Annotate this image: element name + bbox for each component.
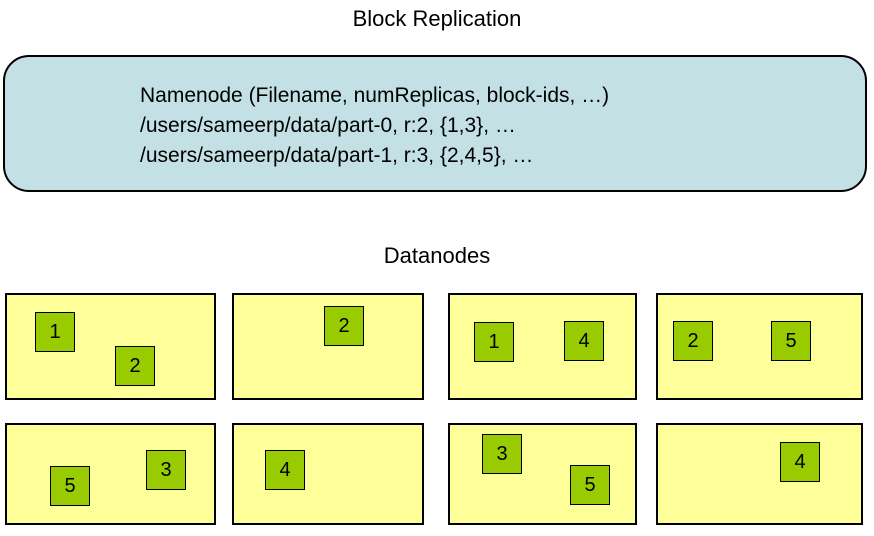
block-1: 1	[474, 322, 514, 362]
block-3: 3	[482, 434, 522, 474]
block-5: 5	[570, 465, 610, 505]
block-4: 4	[265, 450, 305, 490]
namenode-line-3: /users/sameerp/data/part-1, r:3, {2,4,5}…	[140, 144, 534, 167]
block-3: 3	[146, 450, 186, 490]
block-2: 2	[324, 306, 364, 346]
datanodes-heading: Datanodes	[383, 243, 491, 268]
namenode-line-1: Namenode (Filename, numReplicas, block-i…	[140, 84, 610, 107]
datanode-8: 4	[656, 423, 863, 525]
block-4: 4	[564, 321, 604, 361]
page-title: Block Replication	[352, 6, 522, 31]
namenode-text: Namenode (Filename, numReplicas, block-i…	[140, 81, 609, 171]
block-5: 5	[50, 466, 90, 506]
block-2: 2	[673, 321, 713, 361]
namenode-box: Namenode (Filename, numReplicas, block-i…	[3, 55, 867, 192]
block-2: 2	[115, 346, 155, 386]
datanode-6: 4	[232, 423, 424, 525]
datanode-2: 2	[232, 293, 424, 400]
block-4: 4	[780, 442, 820, 482]
block-5: 5	[771, 321, 811, 361]
namenode-line-2: /users/sameerp/data/part-0, r:2, {1,3}, …	[140, 114, 516, 137]
block-1: 1	[35, 312, 75, 352]
